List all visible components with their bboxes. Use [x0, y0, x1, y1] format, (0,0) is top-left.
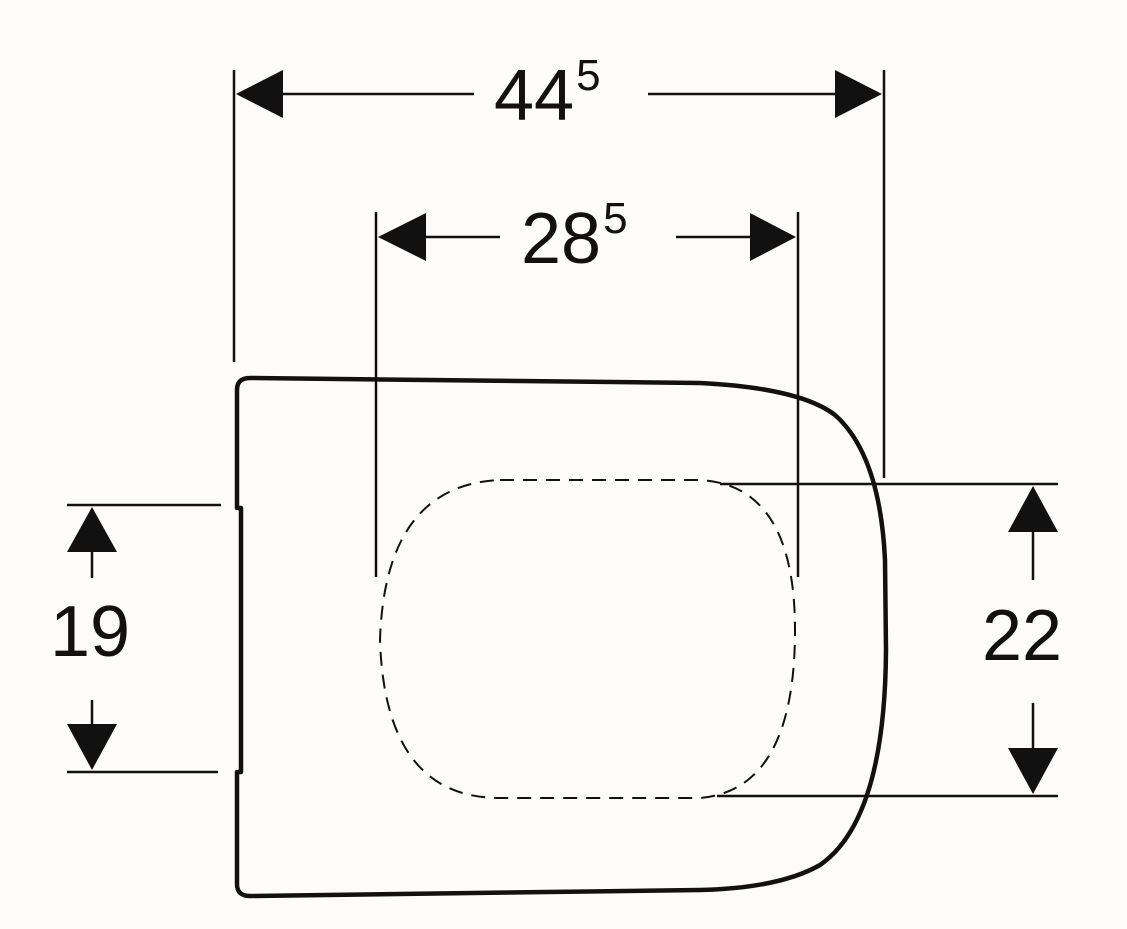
label-hinge-spacing-superscript: 5: [603, 194, 628, 243]
label-overall-width-superscript: 5: [576, 51, 601, 100]
arrowhead-up-icon: [1008, 486, 1058, 532]
label-hinge-spacing-value: 28: [521, 199, 602, 279]
seat-opening-dashed: [378, 479, 797, 799]
arrowhead-left-icon: [236, 70, 283, 118]
arrowhead-down-icon: [67, 724, 117, 770]
arrowhead-left-icon: [378, 213, 426, 261]
dimension-opening-height: [717, 482, 1058, 798]
label-left-height: 19: [50, 596, 130, 668]
dimension-overall-width: [232, 70, 886, 478]
label-overall-width: 445: [494, 54, 601, 133]
label-overall-width-value: 44: [494, 56, 575, 136]
label-opening-height: 22: [982, 600, 1062, 672]
label-opening-height-value: 22: [982, 596, 1063, 676]
arrowhead-down-icon: [1008, 748, 1058, 794]
arrowhead-up-icon: [67, 507, 117, 552]
seat-outline: [234, 375, 889, 899]
dimension-left-height: [67, 503, 221, 774]
label-left-height-value: 19: [50, 592, 131, 672]
label-hinge-spacing: 285: [521, 197, 628, 276]
dimension-hinge-spacing: [374, 212, 800, 577]
arrowhead-right-icon: [835, 70, 882, 118]
arrowhead-right-icon: [750, 213, 796, 261]
